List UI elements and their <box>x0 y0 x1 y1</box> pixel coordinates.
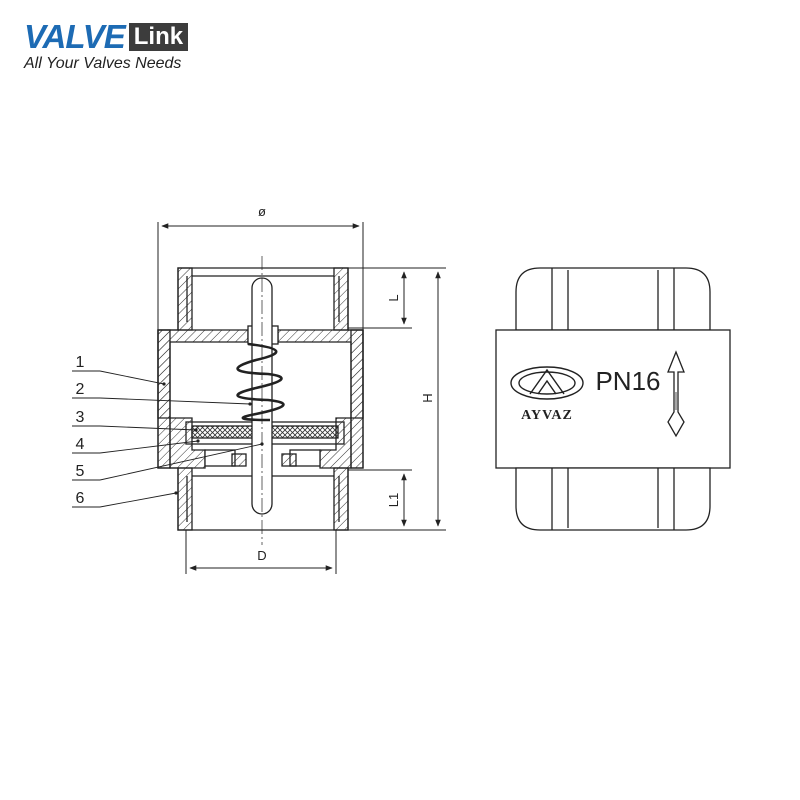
bottom-wall-left <box>177 467 193 531</box>
top-wall-right <box>333 267 349 331</box>
dim-diameter: ø <box>258 204 266 219</box>
part-number-5: 5 <box>76 463 85 480</box>
dimension-lines <box>157 222 446 574</box>
side-body <box>495 329 731 469</box>
spring <box>236 342 285 422</box>
side-brand-name: AYVAZ <box>521 408 573 423</box>
bottom-hex <box>515 467 711 531</box>
logo-tagline: All Your Valves Needs <box>24 55 182 72</box>
disc-holder-left <box>204 449 236 467</box>
bottom-wall-right <box>333 467 349 531</box>
part-number-6: 6 <box>76 490 85 507</box>
dim-thread-top: L <box>386 294 401 301</box>
dim-thread-bottom: L1 <box>386 493 401 507</box>
part-number-1: 1 <box>76 354 85 371</box>
logo-brand-secondary: Link <box>128 23 189 51</box>
dim-height: H <box>420 393 435 402</box>
side-pressure-rating: PN16 <box>595 366 660 396</box>
part-number-3: 3 <box>76 409 85 426</box>
flow-direction-arrow-icon <box>667 350 685 438</box>
part-number-2: 2 <box>76 381 85 398</box>
dim-bore: D <box>257 548 266 563</box>
top-wall-left <box>177 267 193 331</box>
side-view <box>495 267 731 531</box>
logo-brand-primary: VALVE <box>24 18 126 55</box>
part-number-4: 4 <box>76 436 85 453</box>
valvelink-logo: VALVE Link All Your Valves Needs <box>24 18 224 82</box>
section-view <box>157 256 364 545</box>
logo-wordmark: VALVE Link <box>24 18 224 55</box>
top-hex <box>515 267 711 331</box>
ayvaz-emblem <box>510 366 584 400</box>
part-leaders <box>72 370 263 508</box>
